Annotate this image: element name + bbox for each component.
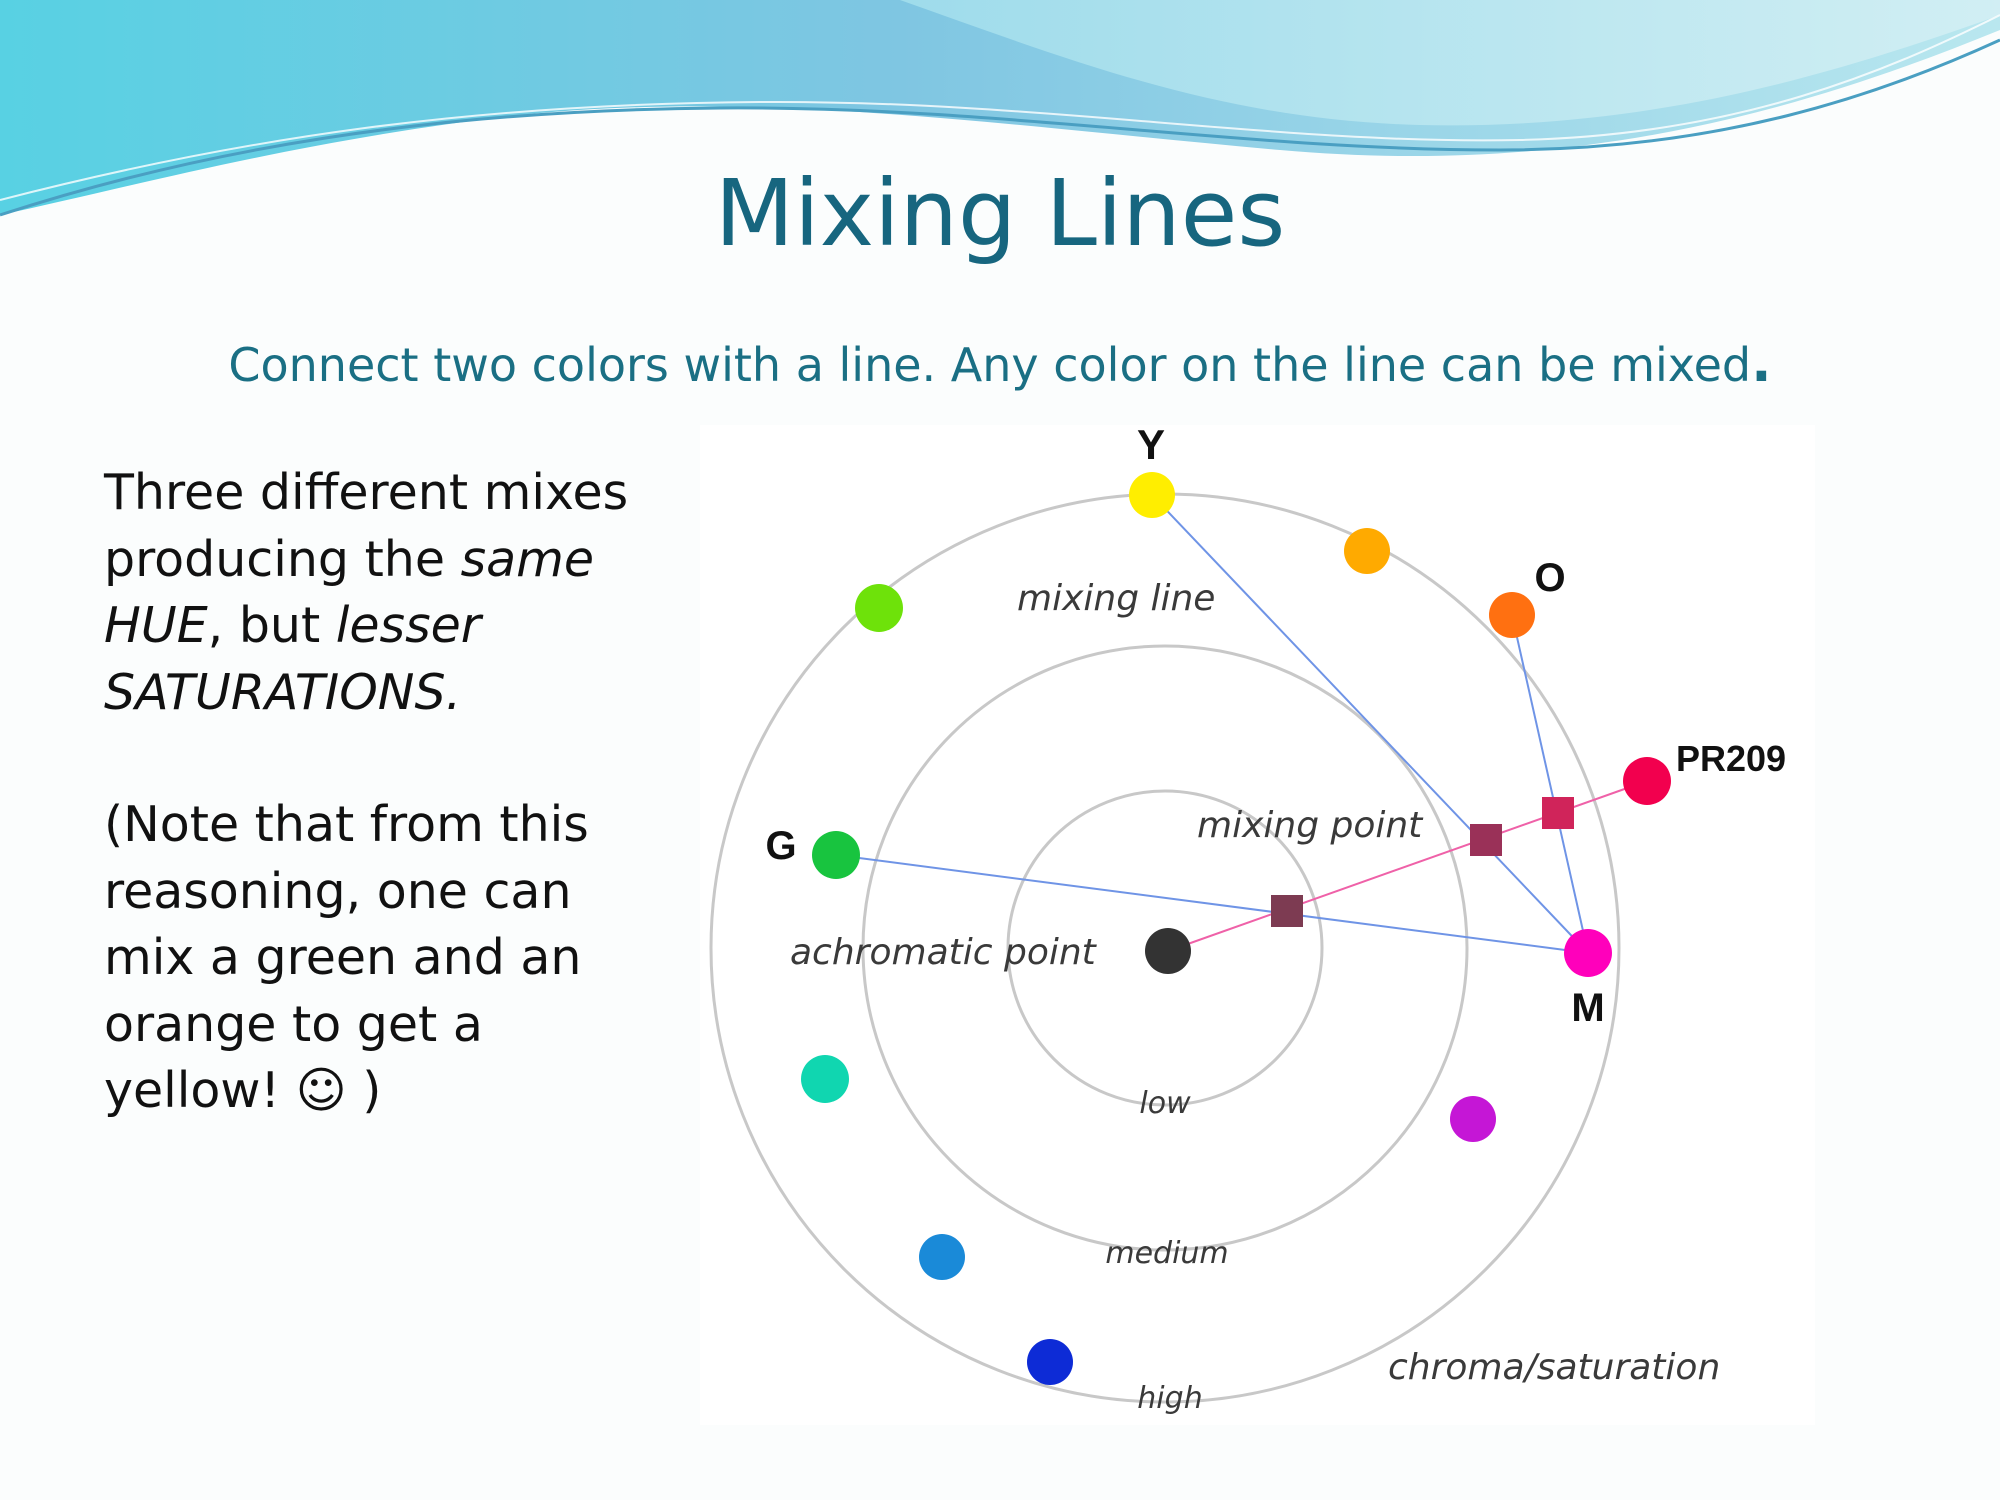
hue-dot-magenta: [1564, 929, 1612, 977]
ring-medium: [861, 644, 1469, 1252]
note-line: orange to get a: [104, 995, 483, 1053]
hue-dot-sky-blue: [919, 1234, 965, 1280]
body-line: Three different mixes: [104, 464, 629, 521]
color-wheel-diagram: Y O PR209 G M mixing line mixing point a…: [700, 425, 1815, 1425]
hue-label-y: Y: [1137, 425, 1165, 468]
hue-dot-yellow-green: [855, 584, 903, 632]
hue-label-m: M: [1571, 986, 1604, 1030]
label-chroma-saturation: chroma/saturation: [1388, 1347, 1720, 1388]
subtitle-period: .: [1751, 331, 1772, 394]
slide-subtitle: Connect two colors with a line. Any colo…: [0, 336, 2000, 390]
label-mixing-line: mixing line: [1017, 578, 1215, 619]
body-span: producing the: [104, 530, 461, 588]
mixing-line-o-m: [1511, 614, 1589, 954]
hue-dot-purple: [1450, 1096, 1496, 1142]
note-line: yellow! ☺ ): [104, 1062, 382, 1119]
header-wave-decoration: [0, 0, 2000, 217]
body-emphasis: same: [460, 530, 595, 588]
label-achromatic-point: achromatic point: [790, 932, 1098, 973]
mixing-line-y-m: [1151, 494, 1589, 954]
note-line: mix a green and an: [104, 929, 582, 986]
achromatic-point-dot: [1145, 928, 1191, 974]
color-wheel-svg: Y O PR209 G M mixing line mixing point a…: [709, 425, 1786, 1416]
body-line: producing the same: [104, 527, 664, 594]
mixing-point-marker: [1271, 895, 1303, 927]
ring-low: [1006, 789, 1324, 1107]
ring-label-low: low: [1139, 1086, 1191, 1121]
hue-dot-pr209: [1623, 757, 1671, 805]
body-line: SATURATIONS.: [104, 660, 664, 727]
mixing-line-g-m: [835, 854, 1589, 954]
hue-dot-yellow: [1129, 472, 1175, 518]
hue-dot-orange: [1489, 592, 1535, 638]
mixing-point-marker: [1542, 797, 1574, 829]
note-line: (Note that from this: [104, 796, 589, 853]
label-mixing-point: mixing point: [1197, 805, 1424, 846]
body-emphasis: SATURATIONS.: [104, 663, 462, 721]
hue-label-g: G: [765, 824, 796, 868]
ring-label-high: high: [1137, 1381, 1202, 1416]
hue-dot-green: [812, 831, 860, 879]
subtitle-text: Connect two colors with a line. Any colo…: [228, 338, 1752, 392]
body-emphasis: HUE: [104, 597, 208, 654]
hue-dot-teal: [801, 1055, 849, 1103]
ring-label-medium: medium: [1105, 1236, 1228, 1271]
note-line: reasoning, one can: [104, 862, 572, 920]
body-text: Three different mixes producing the same…: [104, 460, 664, 1125]
body-span: , but: [207, 597, 336, 654]
mixing-point-marker: [1470, 824, 1502, 856]
body-line: HUE, but lesser: [104, 593, 664, 660]
hue-dot-yellow-orange: [1344, 528, 1390, 574]
slide-title: Mixing Lines: [714, 160, 1286, 267]
body-emphasis: lesser: [335, 597, 481, 654]
hue-label-pr209: PR209: [1676, 738, 1786, 779]
hue-label-o: O: [1534, 556, 1565, 600]
hue-dot-blue: [1027, 1339, 1073, 1385]
